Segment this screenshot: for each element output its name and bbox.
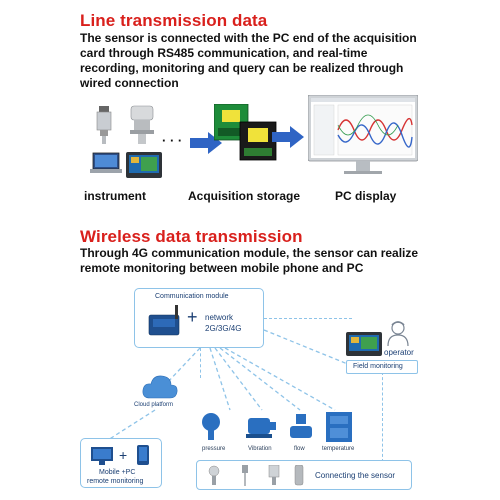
- communication-module-label: Communication module: [155, 293, 229, 300]
- connector-line: [264, 318, 352, 319]
- panel-display-icon: [126, 152, 162, 178]
- caption-pc-display: PC display: [335, 189, 397, 203]
- caption-instrument: instrument: [84, 189, 147, 203]
- connector-line: [200, 348, 201, 378]
- remote-line1-label: Mobile +PC: [99, 469, 136, 476]
- line-transmission-description: The sensor is connected with the PC end …: [80, 31, 417, 90]
- acquisition-module-icon: [214, 104, 277, 161]
- remote-line2-label: remote monitoring: [87, 478, 144, 485]
- sensor-label-temperature: temperature: [322, 446, 355, 452]
- cylinder-sensor-icon: [294, 465, 304, 486]
- communication-module-box: Communication module + network 2G/3G/4G: [134, 288, 264, 348]
- vibration-sensor-icon: [246, 418, 276, 438]
- wireless-transmission-description: Through 4G communication module, the sen…: [80, 246, 419, 275]
- operator-icon: [387, 321, 409, 346]
- sensor-label-flow: flow: [294, 446, 305, 452]
- instrument-group: [88, 104, 168, 184]
- plus-sign: +: [119, 447, 128, 463]
- flow-sensor-icon: [290, 414, 312, 438]
- gauge-icon: [208, 465, 220, 485]
- probe-icon: [242, 465, 248, 486]
- connector-line: [382, 372, 383, 462]
- 4g-module-icon: [148, 305, 180, 336]
- caption-acquisition-storage: Acquisition storage: [188, 189, 301, 203]
- field-monitoring-box: Field monitoring: [346, 360, 418, 374]
- remote-monitoring-box: + Mobile +PC remote monitoring: [80, 438, 162, 488]
- line-transmission-title: Line transmission data: [80, 11, 268, 30]
- laptop-icon: [90, 152, 122, 173]
- connecting-sensor-box: Connecting the sensor: [196, 460, 412, 490]
- arrow-right-icon: [272, 126, 304, 148]
- pressure-sensor-icon: [202, 413, 220, 440]
- sensor-label-pressure: pressure: [202, 446, 226, 452]
- network-label: network: [205, 313, 234, 322]
- pc-monitor-icon: [308, 95, 418, 174]
- network-types-label: 2G/3G/4G: [205, 324, 242, 333]
- cloud-icon: [142, 375, 178, 399]
- field-display-icon: [346, 332, 382, 356]
- operator-label: operator: [384, 348, 414, 357]
- wireless-transmission-title: Wireless data transmission: [80, 227, 303, 246]
- transmitter-icon: [268, 465, 280, 485]
- pressure-transmitter-icon: [96, 106, 112, 144]
- temperature-sensor-icon: [326, 412, 352, 442]
- desktop-icon: [91, 447, 113, 465]
- level-transmitter-icon: [130, 105, 154, 144]
- connecting-sensor-label: Connecting the sensor: [315, 471, 396, 480]
- field-monitoring-label: Field monitoring: [353, 363, 403, 370]
- sensor-label-vibration: Vibration: [248, 446, 272, 452]
- mobile-phone-icon: [137, 445, 149, 465]
- cloud-platform-label: Cloud platform: [134, 402, 174, 408]
- plus-sign: +: [187, 307, 198, 327]
- ellipsis: · · ·: [162, 133, 183, 148]
